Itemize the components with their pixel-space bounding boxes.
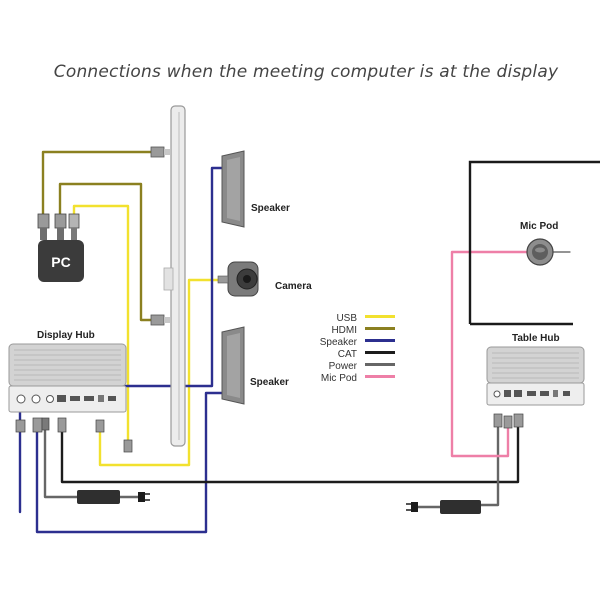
legend-cat-swatch: [365, 351, 395, 354]
cat-cable: [60, 424, 520, 484]
speaker-cable-bottom: [35, 391, 224, 534]
hdmi-cable-pc-to-display-bottom: [58, 182, 157, 322]
legend-hdmi-label: HDMI: [331, 325, 357, 336]
legend-cat-label: CAT: [338, 349, 357, 360]
hdmi-cable-pc-to-display-top: [41, 150, 157, 216]
display-hub-label: Display Hub: [37, 330, 95, 341]
display-panel: [163, 105, 186, 447]
speaker-bottom-label: Speaker: [250, 377, 289, 388]
speaker-bottom: [221, 326, 245, 405]
table-outline: [468, 160, 600, 326]
legend-speaker-label: Speaker: [320, 337, 358, 348]
legend-hdmi-swatch: [365, 327, 395, 330]
camera-device: [217, 261, 259, 297]
mic-pod-device: [526, 238, 554, 266]
power-adapter-display-hub: [77, 490, 150, 504]
speaker-top-label: Speaker: [251, 203, 290, 214]
hdmi-connector-bottom: [150, 314, 170, 326]
display-hub-device: [8, 343, 127, 413]
usb-cable-camera: [98, 278, 222, 467]
mic-pod-label: Mic Pod: [520, 221, 558, 232]
legend-power-swatch: [365, 363, 395, 366]
table-hub-label: Table Hub: [512, 333, 560, 344]
pc-connectors: [37, 213, 80, 240]
pc-device: [38, 240, 84, 282]
table-hub-device: [486, 346, 585, 406]
speaker-top: [221, 150, 245, 228]
legend-mic-pod-label: Mic Pod: [321, 373, 357, 384]
diagram-title: Connections when the meeting computer is…: [53, 62, 559, 82]
legend-speaker-swatch: [365, 339, 395, 342]
hdmi-connector-top: [150, 146, 170, 158]
power-cable-display-hub: [43, 426, 79, 499]
pc-label: PC: [51, 254, 70, 270]
legend: USB HDMI Speaker CAT Power Mic Pod: [320, 313, 395, 384]
mic-pod-cable: [450, 250, 529, 458]
power-adapter-table-hub: [406, 500, 481, 514]
legend-power-label: Power: [329, 361, 358, 372]
legend-usb-swatch: [365, 315, 395, 318]
camera-label: Camera: [275, 281, 312, 292]
legend-mic-pod-swatch: [365, 375, 395, 378]
display-hub-plugs: [15, 417, 133, 453]
power-cable-table-hub: [479, 426, 500, 507]
usb-cable-pc: [72, 204, 130, 450]
legend-usb-label: USB: [336, 313, 357, 324]
table-hub-plugs: [493, 413, 524, 429]
